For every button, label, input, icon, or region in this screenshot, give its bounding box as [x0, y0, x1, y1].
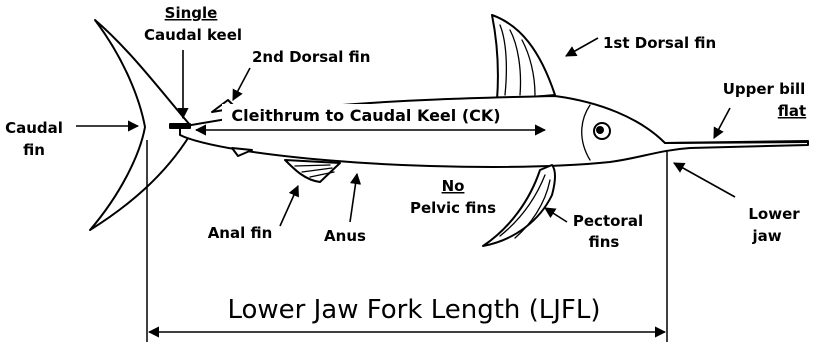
second-dorsal-label: 2nd Dorsal fin [252, 48, 370, 66]
caudal-keel-label: Caudal keel [144, 26, 242, 44]
lower-jaw-label-2: jaw [751, 227, 781, 245]
lower-jaw-pointer [674, 163, 735, 197]
pelvic-fins-label: Pelvic fins [410, 199, 496, 217]
anal-fin-pointer [280, 186, 298, 226]
anal-fin-label: Anal fin [208, 224, 273, 242]
upper-bill-label-1: Upper bill [723, 80, 806, 98]
anus-pointer [350, 174, 357, 222]
caudal-keel-shape [170, 124, 190, 128]
caudal-fin-label-2: fin [23, 141, 45, 159]
pectoral-label-2: fins [589, 233, 620, 251]
first-dorsal-label: 1st Dorsal fin [603, 34, 716, 52]
second-anal-fin-shape [232, 148, 252, 156]
pectoral-label-1: Pectoral [573, 212, 643, 230]
first-dorsal-pointer [566, 38, 598, 56]
lower-jaw-label-1: Lower [748, 205, 800, 223]
anus-label: Anus [324, 227, 366, 245]
caudal-fin-label-1: Caudal [5, 119, 63, 137]
upper-bill-label-2: flat [778, 102, 806, 120]
ck-measure-label: Cleithrum to Caudal Keel (CK) [231, 106, 500, 125]
pectoral-pointer [545, 208, 567, 222]
upper-bill-pointer [714, 108, 730, 138]
second-dorsal-pointer [233, 68, 250, 100]
ljfl-label: Lower Jaw Fork Length (LJFL) [227, 295, 600, 325]
no-label: No [442, 177, 465, 195]
single-label: Single [165, 4, 218, 22]
